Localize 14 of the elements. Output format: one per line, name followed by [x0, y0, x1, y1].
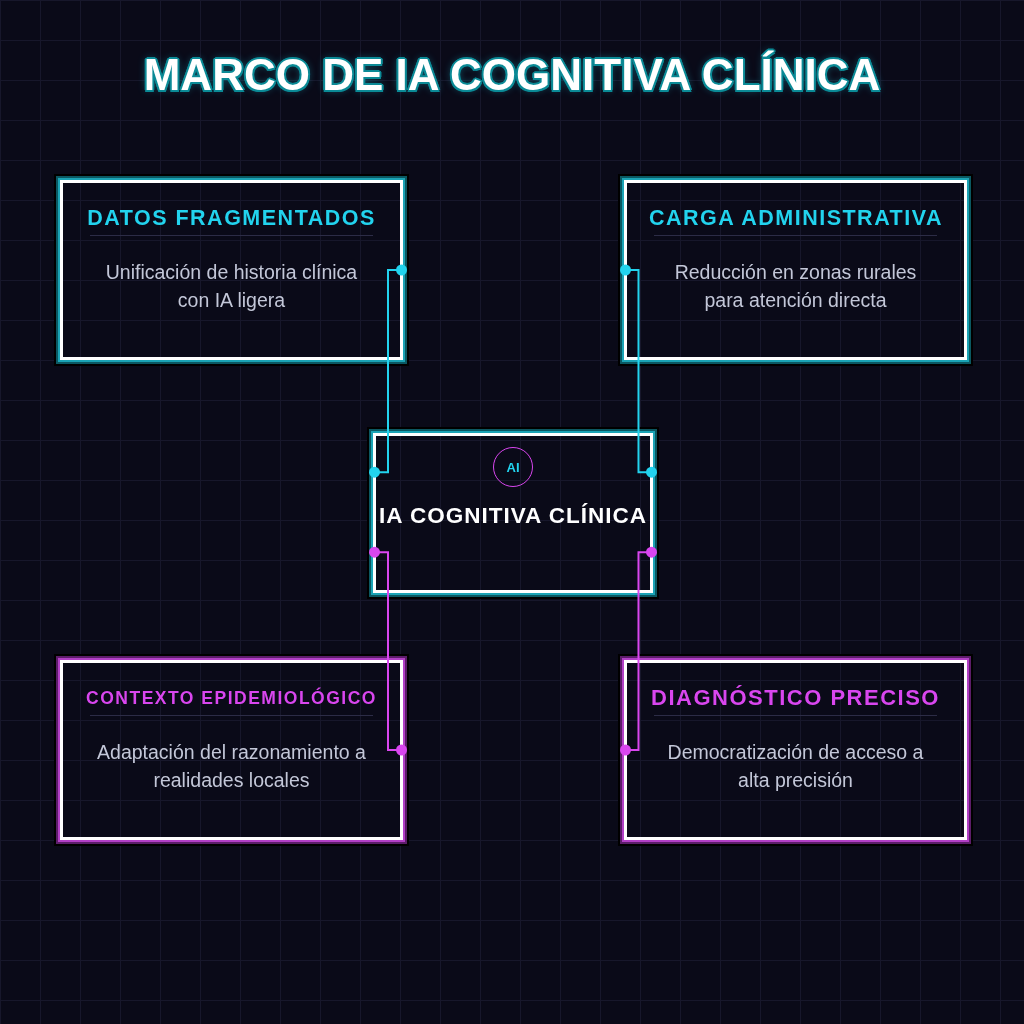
connector-line: [369, 546, 407, 756]
connector-line: [620, 264, 657, 478]
card-description: Democratización de acceso a alta precisión: [666, 740, 925, 793]
card-description: Adaptación del razonamiento a realidades locales: [96, 740, 367, 793]
card-heading: DATOS FRAGMENTADOS: [87, 205, 376, 232]
card-heading: CONTEXTO EPIDEMIOLÓGICO: [86, 686, 377, 710]
diagram-title: MARCO DE IA COGNITIVA CLÍNICA: [143, 49, 881, 101]
card-description: Reducción en zonas rurales para atención directa: [673, 260, 918, 313]
card-heading: IA COGNITIVA CLÍNICA: [379, 502, 647, 530]
connector-line: [369, 264, 407, 478]
card-heading: DIAGNÓSTICO PRECISO: [651, 684, 940, 712]
card-description: Unificación de historia clínica con IA ligera: [104, 260, 359, 313]
connector-line: [620, 546, 657, 756]
card-heading: CARGA ADMINISTRATIVA: [649, 205, 942, 232]
